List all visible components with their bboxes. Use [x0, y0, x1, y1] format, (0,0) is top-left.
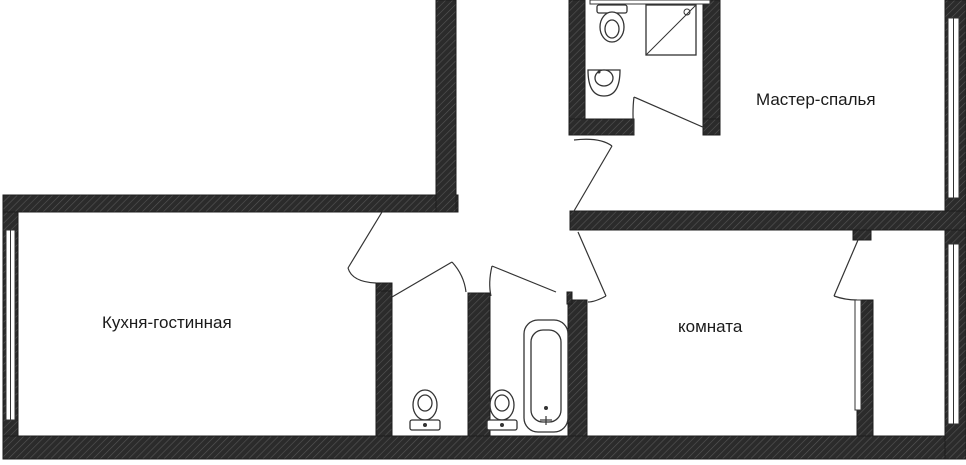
door-wc	[391, 261, 467, 298]
wall-wc-top-stub	[375, 282, 393, 292]
toilet-master-bath-icon	[596, 4, 628, 43]
doors	[347, 96, 862, 411]
wall-room-right	[852, 229, 872, 241]
shower-master-bath-icon	[645, 4, 697, 56]
windows	[5, 0, 960, 425]
bathtub-icon	[523, 319, 569, 433]
wall-master-room	[569, 210, 966, 231]
toilet-bath-icon	[486, 389, 518, 431]
sink-master-bath-icon	[587, 69, 621, 97]
door-right-room	[833, 239, 862, 411]
door-master-bath	[632, 96, 706, 136]
window-bath-top	[589, 0, 711, 5]
wall-wc-bath	[467, 292, 491, 437]
door-master-bedroom	[573, 138, 613, 212]
wall-bath-room	[567, 299, 588, 437]
wall-master-bath-bottom-left	[568, 118, 635, 136]
door-bath	[489, 265, 557, 297]
fixtures	[409, 4, 697, 433]
wall-upper-left-vertical	[435, 0, 457, 213]
room-label-room: комната	[678, 317, 743, 336]
wall-master-bath-bottom-right	[702, 118, 721, 136]
wall-kitchen-wc	[375, 282, 393, 437]
wall-bath-door-jamb	[566, 291, 573, 305]
wall-kitchen-top	[2, 194, 459, 213]
toilet-wc-icon	[409, 389, 441, 431]
wall-bottom-exterior	[2, 435, 966, 460]
room-label-master-bedroom: Мастер-спалья	[756, 90, 876, 109]
wall-master-bath-left	[568, 0, 586, 136]
room-label-kitchen-living: Кухня-гостинная	[102, 313, 232, 332]
wall-master-bath-right	[702, 0, 721, 136]
door-room	[577, 231, 607, 303]
door-kitchen	[347, 211, 383, 284]
